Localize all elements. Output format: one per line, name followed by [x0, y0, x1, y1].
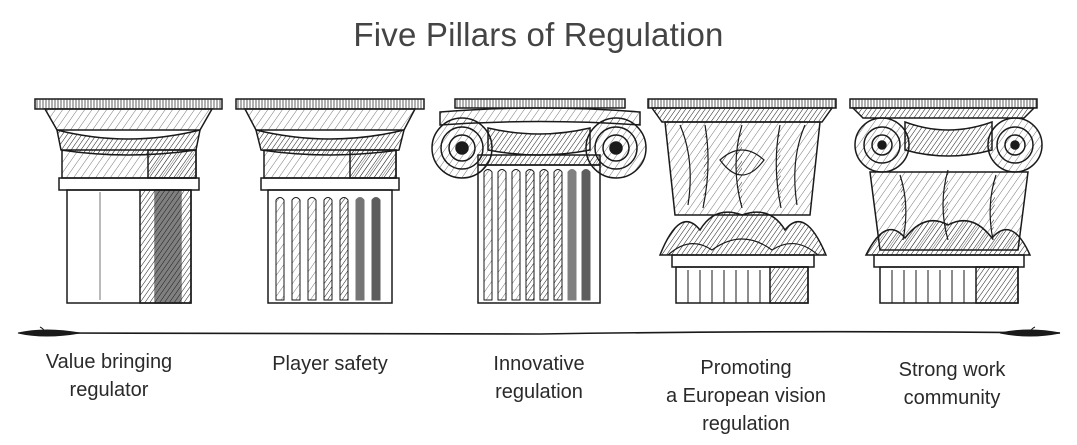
- composite-column-icon: [849, 98, 1043, 304]
- page-title: Five Pillars of Regulation: [353, 16, 724, 53]
- pillar-label-strong-work-community: Strong work community: [898, 359, 1006, 409]
- pillar-label-european-vision: Promoting a European vision regulation: [665, 357, 827, 435]
- ionic-column-icon: [431, 98, 647, 304]
- ornamental-divider: [17, 326, 1061, 337]
- pillar-label-innovative-regulation: Innovative regulation: [493, 353, 585, 403]
- fluted-doric-column-icon: [235, 98, 425, 304]
- pillar-label-player-safety: Player safety: [272, 353, 388, 375]
- corinthian-column-icon: [647, 98, 837, 304]
- pillar-label-value-bringing-regulator: Value bringing regulator: [45, 351, 173, 401]
- doric-column-icon: [34, 98, 223, 304]
